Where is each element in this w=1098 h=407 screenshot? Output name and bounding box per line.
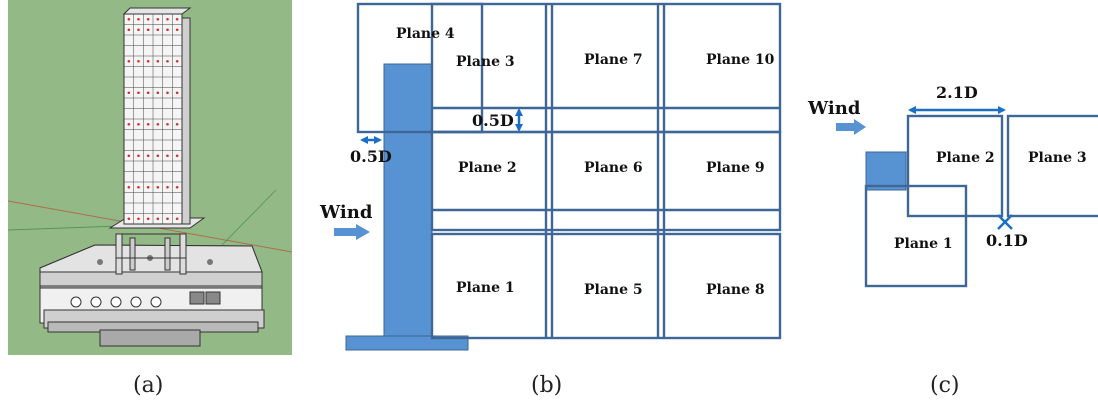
green-axis-line	[7, 225, 121, 231]
pressure-tap	[137, 185, 140, 189]
pressure-tap	[127, 217, 131, 221]
wind-label-b: Wind	[319, 202, 373, 223]
tower-model	[122, 7, 192, 225]
dimension-cross-2	[997, 214, 1013, 230]
pressure-tap	[166, 91, 169, 95]
plane-row-middle-outline	[430, 130, 782, 232]
building-side	[383, 63, 433, 345]
plane-1-outline-c	[864, 184, 968, 288]
pressure-tap	[137, 91, 140, 95]
building-ground-plate	[345, 335, 469, 351]
pressure-tap	[156, 91, 160, 95]
pressure-tap	[166, 185, 169, 189]
pressure-tap	[127, 59, 131, 63]
panel-c-top-view: Wind Plane 1 Plane 2 Plane 3 2.1D 0.1D	[807, 83, 1098, 288]
panel-a-model-image	[7, 0, 293, 355]
tower-grid	[124, 14, 182, 224]
plane-2-label: Plane 2	[458, 160, 517, 176]
pressure-tap	[156, 122, 160, 126]
pressure-tap	[137, 59, 140, 63]
pressure-tap	[127, 185, 131, 189]
pressure-tap	[156, 217, 160, 221]
building-plan	[865, 151, 907, 191]
green-axis-line-2	[221, 189, 277, 246]
pressure-tap	[166, 122, 169, 126]
base-platform	[39, 244, 265, 347]
dimension-label-vertical: 0.5D	[472, 111, 514, 130]
plane-6-label: Plane 6	[584, 160, 643, 176]
plane-5-label: Plane 5	[584, 282, 643, 298]
pressure-tap	[127, 91, 131, 95]
pressure-tap	[146, 217, 150, 221]
pressure-tap	[156, 17, 160, 21]
plane-9-label: Plane 9	[706, 160, 765, 176]
pressure-tap	[146, 154, 150, 158]
pressure-tap	[175, 217, 179, 221]
plane-3-label: Plane 3	[456, 54, 515, 70]
plane-4-label: Plane 4	[396, 26, 455, 42]
pressure-tap	[146, 28, 150, 32]
wind-arrow-c	[836, 119, 866, 135]
pressure-tap	[127, 154, 131, 158]
pressure-tap	[127, 122, 131, 126]
caption-c: (c)	[930, 373, 960, 398]
pressure-tap	[137, 154, 140, 158]
caption-a: (a)	[133, 373, 163, 398]
pressure-tap	[175, 154, 179, 158]
pressure-tap	[166, 217, 169, 221]
dimension-label-width: 2.1D	[936, 83, 978, 102]
plane-7-label: Plane 7	[584, 52, 643, 68]
plane-10-label: Plane 10	[706, 52, 775, 68]
pressure-tap	[137, 122, 140, 126]
pressure-tap	[127, 28, 131, 32]
pressure-tap	[166, 59, 169, 63]
pressure-tap	[146, 185, 150, 189]
pressure-tap	[137, 17, 140, 21]
plane-1-label-c: Plane 1	[894, 236, 953, 252]
pressure-tap	[156, 185, 160, 189]
pressure-tap	[166, 154, 169, 158]
pressure-tap	[175, 185, 179, 189]
pressure-taps	[127, 17, 179, 221]
pressure-tap	[137, 28, 140, 32]
plane-2-outline-c	[906, 114, 1004, 218]
pressure-tap	[175, 122, 179, 126]
pressure-tap	[146, 59, 150, 63]
plane-1-label: Plane 1	[456, 280, 515, 296]
pressure-tap	[175, 17, 179, 21]
caption-b: (b)	[531, 373, 562, 398]
pressure-tap	[137, 217, 140, 221]
pressure-tap	[127, 17, 131, 21]
pressure-tap	[156, 28, 160, 32]
plane-4-outline	[356, 2, 484, 134]
pressure-tap	[175, 28, 179, 32]
pressure-tap	[175, 59, 179, 63]
pressure-tap	[166, 17, 169, 21]
pressure-tap	[146, 91, 150, 95]
pressure-tap	[156, 154, 160, 158]
pressure-tap	[156, 59, 160, 63]
pressure-tap	[146, 122, 150, 126]
pressure-tap	[166, 28, 169, 32]
dimension-label-horizontal: 0.5D	[350, 147, 392, 166]
pressure-tap	[146, 17, 150, 21]
wind-arrow-b	[334, 224, 370, 240]
plane-8-label: Plane 8	[706, 282, 765, 298]
panel-b-side-view: Plane 4 Plane 3 Plane 7 Plane 10 Plane 2…	[319, 2, 782, 351]
plane-3-label-c: Plane 3	[1028, 150, 1087, 166]
plane-2-label-c: Plane 2	[936, 150, 995, 166]
pressure-tap	[175, 91, 179, 95]
wind-label-c: Wind	[807, 98, 861, 119]
plane-row-bottom-outline	[430, 232, 782, 340]
plane-3-outline-c	[1006, 114, 1098, 218]
dimension-label-gap: 0.1D	[986, 231, 1028, 250]
